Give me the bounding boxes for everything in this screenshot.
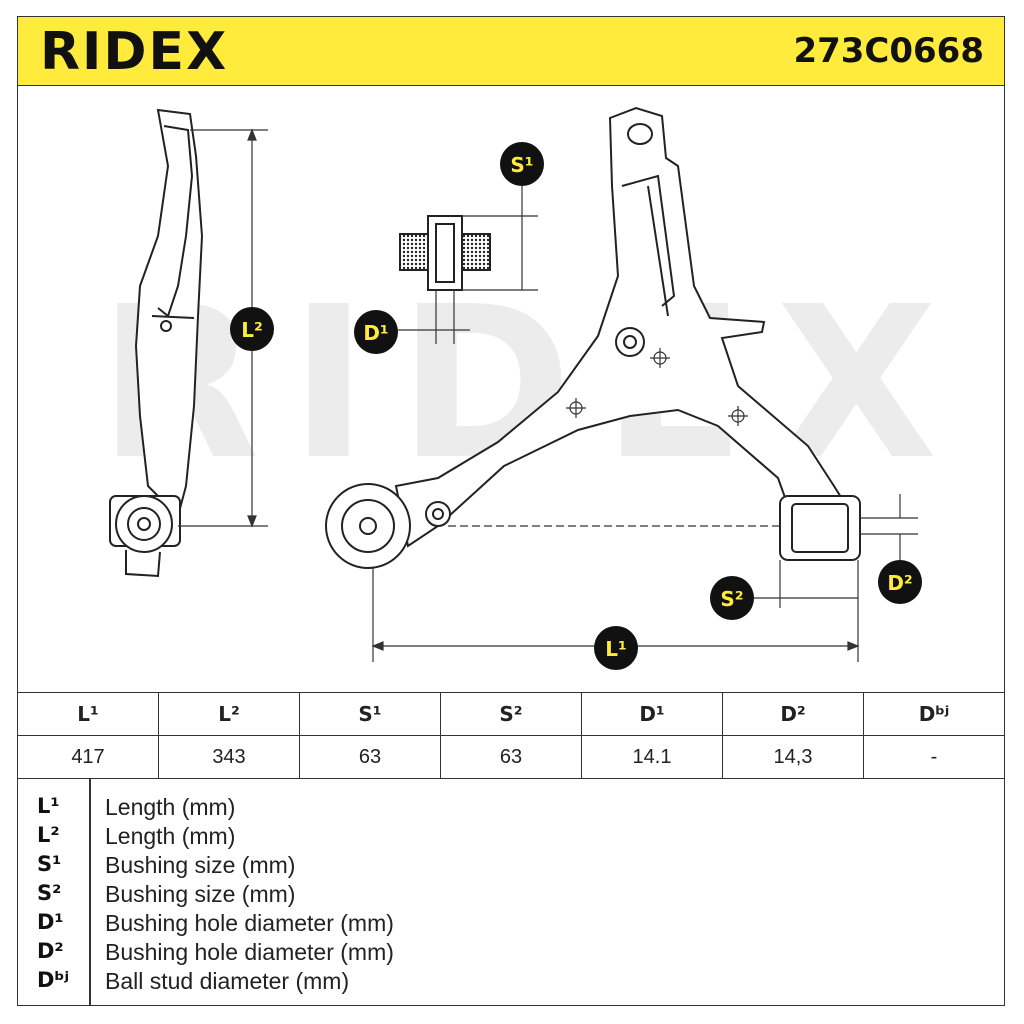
legend-symbol: S¹ — [37, 852, 62, 876]
part-number: 273C0668 — [793, 31, 984, 71]
legend-symbol: Dᵇʲ — [37, 968, 70, 992]
s1-badge: S¹ — [500, 142, 544, 186]
legend-description: Length (mm) — [105, 823, 236, 849]
legend-symbol: D¹ — [37, 910, 64, 934]
bushing-detail — [399, 215, 491, 291]
spec-header-s2: S² — [440, 692, 582, 736]
spec-value-l1: 417 — [17, 735, 159, 779]
spec-value-s2: 63 — [440, 735, 582, 779]
legend-description: Bushing size (mm) — [105, 852, 296, 878]
header-bar: RIDEX 273C0668 — [17, 16, 1005, 86]
legend-row: D¹ Bushing hole diameter (mm) — [17, 910, 1005, 939]
d2-badge: D² — [878, 560, 922, 604]
spec-header-l2: L² — [158, 692, 300, 736]
svg-text:S¹: S¹ — [510, 153, 533, 177]
legend-symbol: D² — [37, 939, 64, 963]
legend-row: L¹ Length (mm) — [17, 794, 1005, 823]
legend-divider — [89, 778, 91, 1006]
legend-description: Bushing hole diameter (mm) — [105, 910, 394, 936]
s2-dimension — [754, 560, 859, 608]
legend-row: L² Length (mm) — [17, 823, 1005, 852]
spec-value-l2: 343 — [158, 735, 300, 779]
legend-description: Ball stud diameter (mm) — [105, 968, 350, 994]
side-view-arm — [109, 108, 204, 578]
spec-header-d2: D² — [722, 692, 864, 736]
legend: L¹ Length (mm) L² Length (mm) S¹ Bushing… — [17, 778, 1005, 1006]
spec-header-d1: D¹ — [581, 692, 723, 736]
legend-row: Dᵇʲ Ball stud diameter (mm) — [17, 968, 1005, 997]
legend-symbol: L¹ — [37, 794, 60, 818]
spec-header-l1: L¹ — [17, 692, 159, 736]
legend-description: Bushing hole diameter (mm) — [105, 939, 394, 965]
legend-row: D² Bushing hole diameter (mm) — [17, 939, 1005, 968]
spec-value-dbj: - — [863, 735, 1005, 779]
spec-value-s1: 63 — [299, 735, 441, 779]
legend-symbol: L² — [37, 823, 60, 847]
specs-value-row: 417 343 63 63 14.1 14,3 - — [17, 735, 1005, 779]
svg-text:D¹: D¹ — [363, 321, 388, 345]
legend-row: S² Bushing size (mm) — [17, 881, 1005, 910]
l2-badge: L² — [230, 307, 274, 351]
centerline-marks — [448, 348, 780, 527]
l1-badge: L¹ — [594, 626, 638, 670]
control-arm-top-view — [325, 106, 861, 569]
d2-dimension — [860, 494, 918, 562]
legend-symbol: S² — [37, 881, 62, 905]
specs-header-row: L¹ L² S¹ S² D¹ D² Dᵇʲ — [17, 692, 1005, 736]
s2-badge: S² — [710, 576, 754, 620]
brand-logo: RIDEX — [40, 22, 229, 82]
legend-row: S¹ Bushing size (mm) — [17, 852, 1005, 881]
svg-text:L¹: L¹ — [605, 637, 627, 661]
d1-dimension — [398, 290, 470, 344]
d1-badge: D¹ — [354, 310, 398, 354]
watermark: RIDEX — [98, 261, 968, 506]
spec-value-d2: 14,3 — [722, 735, 864, 779]
svg-text:L²: L² — [241, 318, 263, 342]
spec-header-dbj: Dᵇʲ — [863, 692, 1005, 736]
spec-header-s1: S¹ — [299, 692, 441, 736]
legend-description: Length (mm) — [105, 794, 236, 820]
s1-dimension — [462, 186, 538, 291]
svg-text:S²: S² — [720, 587, 743, 611]
specs-table: L¹ L² S¹ S² D¹ D² Dᵇʲ 417 343 63 63 14.1… — [17, 692, 1005, 779]
svg-text:D²: D² — [887, 571, 912, 595]
legend-description: Bushing size (mm) — [105, 881, 296, 907]
technical-drawing: RIDEX L² — [98, 106, 968, 670]
spec-value-d1: 14.1 — [581, 735, 723, 779]
